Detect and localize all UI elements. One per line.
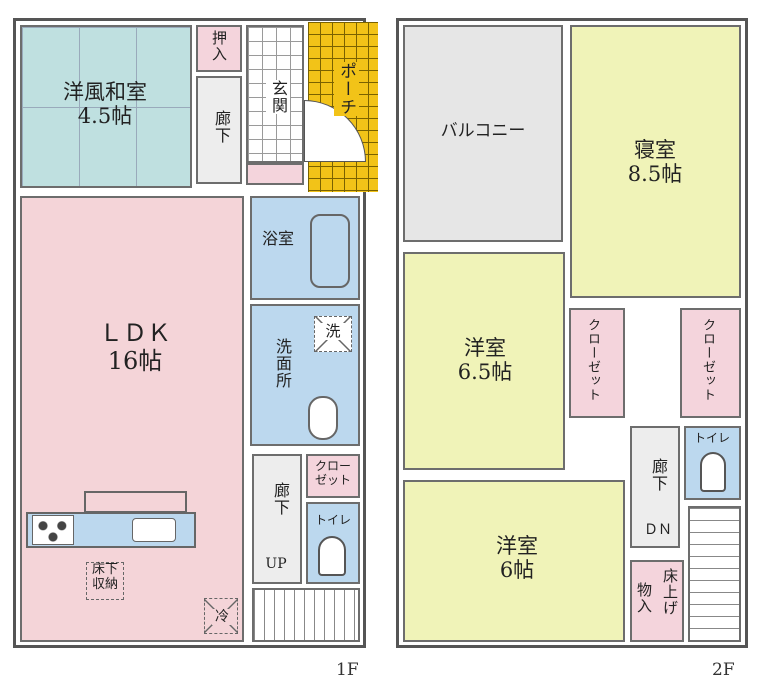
closet-2f-left-label: クローゼット — [585, 318, 600, 402]
kitchen-sink-icon — [132, 518, 176, 542]
kitchen-counter — [84, 491, 187, 513]
genkan-label: 玄関 — [266, 80, 290, 114]
roka-2f-label: 廊下 — [649, 458, 668, 492]
floor-1-label: 1F — [336, 660, 359, 680]
floor-2-outline — [396, 18, 748, 648]
toilet-2f-label: トイレ — [693, 431, 730, 445]
closet-2f-right — [680, 308, 741, 418]
underfloor-storage — [86, 562, 124, 600]
toilet-1f-label: トイレ — [314, 513, 351, 527]
ldk-room — [20, 196, 244, 642]
up-label: UP — [265, 556, 287, 572]
roka-bottom-hall — [252, 454, 302, 584]
balcony-area — [403, 25, 563, 242]
oshiire-label: 押入 — [210, 30, 228, 62]
stove-icon — [32, 515, 74, 545]
closet-1f-label: クロー ゼット — [314, 459, 351, 487]
roka-top-hall — [196, 76, 242, 184]
yoshitsu-65-room — [403, 252, 565, 470]
closet-1f — [306, 454, 360, 498]
yofu-washitsu-label: 洋風和室 4.5帖 — [63, 80, 147, 129]
rei-label: 冷 — [212, 609, 232, 626]
balcony-label: バルコニー — [440, 121, 526, 141]
yoshitsu-65-label: 洋室 6.5帖 — [457, 336, 513, 385]
closet-2f-right-label: クローゼット — [700, 318, 715, 402]
toilet-2f-icon — [700, 452, 726, 492]
roka-top-label: 廊下 — [212, 110, 231, 144]
toilet-1f-icon — [318, 536, 346, 576]
senmenjo-label: 洗面所 — [273, 338, 292, 389]
yoshitsu-6-label: 洋室 6帖 — [496, 534, 538, 583]
shinshitsu-bedroom — [570, 25, 741, 298]
stairs-1f — [252, 588, 360, 642]
genkan-entrance — [246, 25, 304, 163]
floor-2-label: 2F — [712, 660, 735, 680]
shinshitsu-label: 寝室 8.5帖 — [627, 138, 683, 187]
oshiire-closet — [196, 25, 242, 72]
stairs-2f — [688, 506, 741, 642]
yukashita-label: 床下 収納 — [91, 562, 118, 592]
mono-label: 物入 — [635, 582, 653, 614]
genkan-step — [246, 163, 304, 185]
floor-1-outline — [13, 18, 366, 648]
yoshitsu-6-room — [403, 480, 625, 642]
ldk-label: ＬＤＫ 16帖 — [99, 319, 171, 375]
wash-label: 洗 — [318, 322, 348, 341]
roka-2f-hall — [630, 426, 680, 548]
yofu-washitsu-room — [20, 25, 192, 188]
yokushitsu-label: 浴室 — [261, 229, 294, 248]
roka-bottom-label: 廊下 — [271, 482, 290, 516]
bathtub-icon — [310, 214, 350, 288]
dn-label: ＤＮ — [644, 522, 672, 538]
porch-label: ポーチ — [334, 62, 359, 116]
closet-2f-left — [569, 308, 625, 418]
yukaage-label: 床上げ — [661, 568, 679, 616]
sink-icon — [308, 396, 338, 440]
mono-storage — [630, 560, 684, 642]
